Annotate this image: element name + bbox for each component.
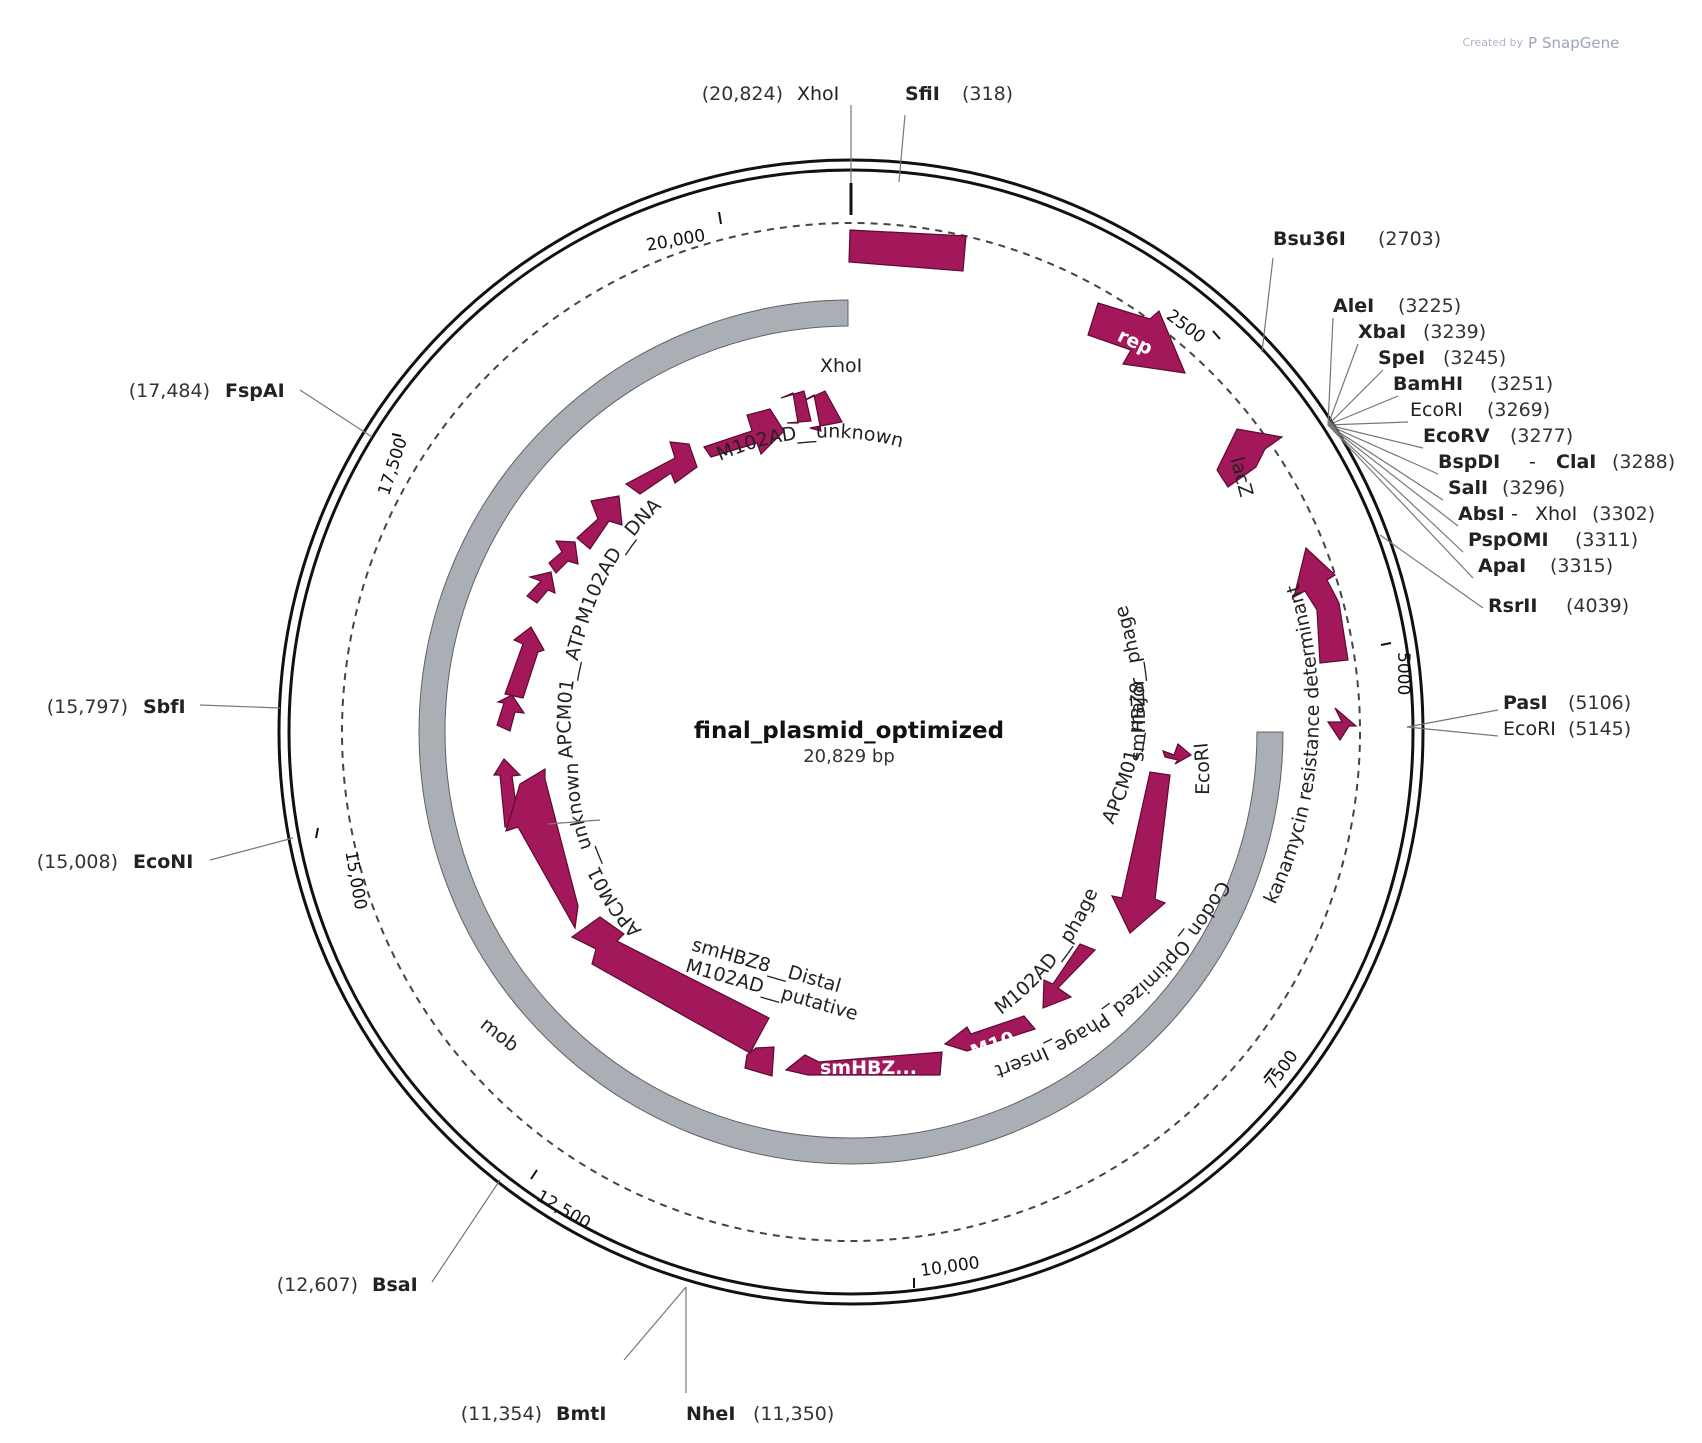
site-bspdi-name: BspDI [1438,451,1500,473]
site-leader-lines [199,105,1499,1393]
plasmid-size: 20,829 bp [803,746,895,767]
site-pspomi-pos: (3311) [1575,529,1638,551]
site-absi-xhoi-name: XhoI [1535,503,1577,525]
site-xhoi-top-pos: (20,824) [702,83,783,105]
site-fspai-name: FspAI [225,380,285,402]
xhoi-inner-label: XhoI [820,355,862,377]
site-sbfi-pos: (15,797) [47,696,128,718]
apcm01-unknown-leader [547,819,601,825]
tick-label-20000: 20,000 [645,226,707,256]
site-bamhi-pos: (3251) [1490,373,1553,395]
gene-arrow-inner-7 [526,571,556,604]
site-bsu36i-name: Bsu36I [1273,228,1346,250]
tick-label-15000: 15,000 [340,849,370,911]
snapgene-logo-icon: P [1528,34,1537,52]
site-bamhi-name: BamHI [1393,373,1463,395]
site-fspai-pos: (17,484) [129,380,210,402]
smhbz-label: smHBZ... [820,1057,917,1079]
tick-label-5000: 5000 [1393,652,1413,695]
tick-marks [315,211,1392,1288]
site-bspdi-sep: - [1523,451,1542,473]
site-bmti-pos: (11,354) [461,1403,542,1425]
site-ecorv-pos: (3277) [1510,425,1573,447]
site-pspomi-name: PspOMI [1468,529,1549,551]
site-bsai-name: BsaI [372,1274,418,1296]
gene-arrow-inner-6 [548,540,579,574]
site-ecori-b-name: EcoRI [1503,718,1556,740]
site-clai-name: ClaI [1556,451,1596,473]
site-xhoi-top-name: XhoI [797,83,839,105]
credit-brand: SnapGene [1542,34,1619,52]
credit-prefix: Created by [1462,36,1523,49]
gene-arrow-inner-5 [576,495,623,550]
site-ecorv-name: EcoRV [1423,425,1490,447]
feature-arrow-top [848,229,967,272]
site-nhei-pos: (11,350) [753,1403,834,1425]
plasmid-name: final_plasmid_optimized [694,718,1004,744]
site-sfii-pos: (318) [962,83,1013,105]
tick-label-17500: 17,500 [374,435,411,498]
lacz-arrow [1216,428,1284,488]
kan-small-arrow [1326,707,1358,742]
site-bspdi-pos: (3288) [1612,451,1675,473]
gene-arrow-inner-4 [624,441,698,495]
site-sali-name: SalI [1448,477,1488,499]
tick-label-7500: 7500 [1261,1047,1302,1094]
ecori-inner-label: EcoRI [1190,742,1214,795]
gene-arrow-inner-2 [780,390,812,424]
site-ecori-a-name: EcoRI [1410,399,1463,421]
site-bsu36i-pos: (2703) [1378,228,1441,250]
apcm01-major-label: APCM01__major [1098,677,1149,827]
kan-arrow [1293,546,1349,664]
apcm01-atp-label: APCM01__ATP [553,622,592,759]
codon-optimized-insert-arc [419,300,1283,1164]
rep-arrow [1087,302,1186,374]
backbone-dashed-ring [341,222,1361,1242]
gene-arrow-inner-18 [1162,742,1193,765]
site-xbai-pos: (3239) [1423,321,1486,343]
site-spei-name: SpeI [1378,347,1425,369]
m102-unknown-label: M102AD__unknown [713,420,905,465]
site-sfii-name: SfiI [905,83,940,105]
site-apai-pos: (3315) [1550,555,1613,577]
site-absi-pos: (3302) [1592,503,1655,525]
mob-label: mob [476,1013,523,1056]
site-rsrii-name: RsrII [1488,595,1537,617]
gene-arrow-inner-8 [504,626,545,699]
site-bmti-name: BmtI [556,1403,606,1425]
gene-arrow-inner-9 [496,694,526,732]
gene-arrow-inner-17 [1110,771,1171,934]
site-absi-sep: - [1505,503,1524,525]
gene-arrow-inner-15 [943,1015,1037,1052]
site-bsai-pos: (12,607) [277,1274,358,1296]
site-pasi-pos: (5106) [1568,692,1631,714]
gene-arrow-inner-13 [744,1046,775,1077]
gene-arrow-inner-11 [505,767,579,930]
site-ecori-b-pos: (5145) [1568,718,1631,740]
site-absi-name: AbsI [1458,503,1505,525]
site-ecori-a-pos: (3269) [1487,399,1550,421]
codon-optimized-insert-outline [418,299,1284,1165]
site-econi-pos: (15,008) [37,851,118,873]
site-alei-name: AleI [1333,295,1374,317]
site-alei-pos: (3225) [1398,295,1461,317]
site-rsrii-pos: (4039) [1566,595,1629,617]
site-pasi-name: PasI [1503,692,1548,714]
site-apai-name: ApaI [1478,555,1526,577]
gene-arrow-inner-12 [570,916,770,1054]
gene-arrow-inner-14 [784,1051,943,1076]
site-xbai-name: XbaI [1358,321,1406,343]
tick-label-10000: 10,000 [919,1253,981,1281]
site-spei-pos: (3245) [1443,347,1506,369]
site-sbfi-name: SbfI [143,696,186,718]
gene-arrow-inner-3 [703,408,785,458]
site-sali-pos: (3296) [1502,477,1565,499]
gene-arrow-inner-16 [1042,943,1097,1009]
site-econi-name: EcoNI [133,851,193,873]
site-nhei-name: NheI [686,1403,735,1425]
